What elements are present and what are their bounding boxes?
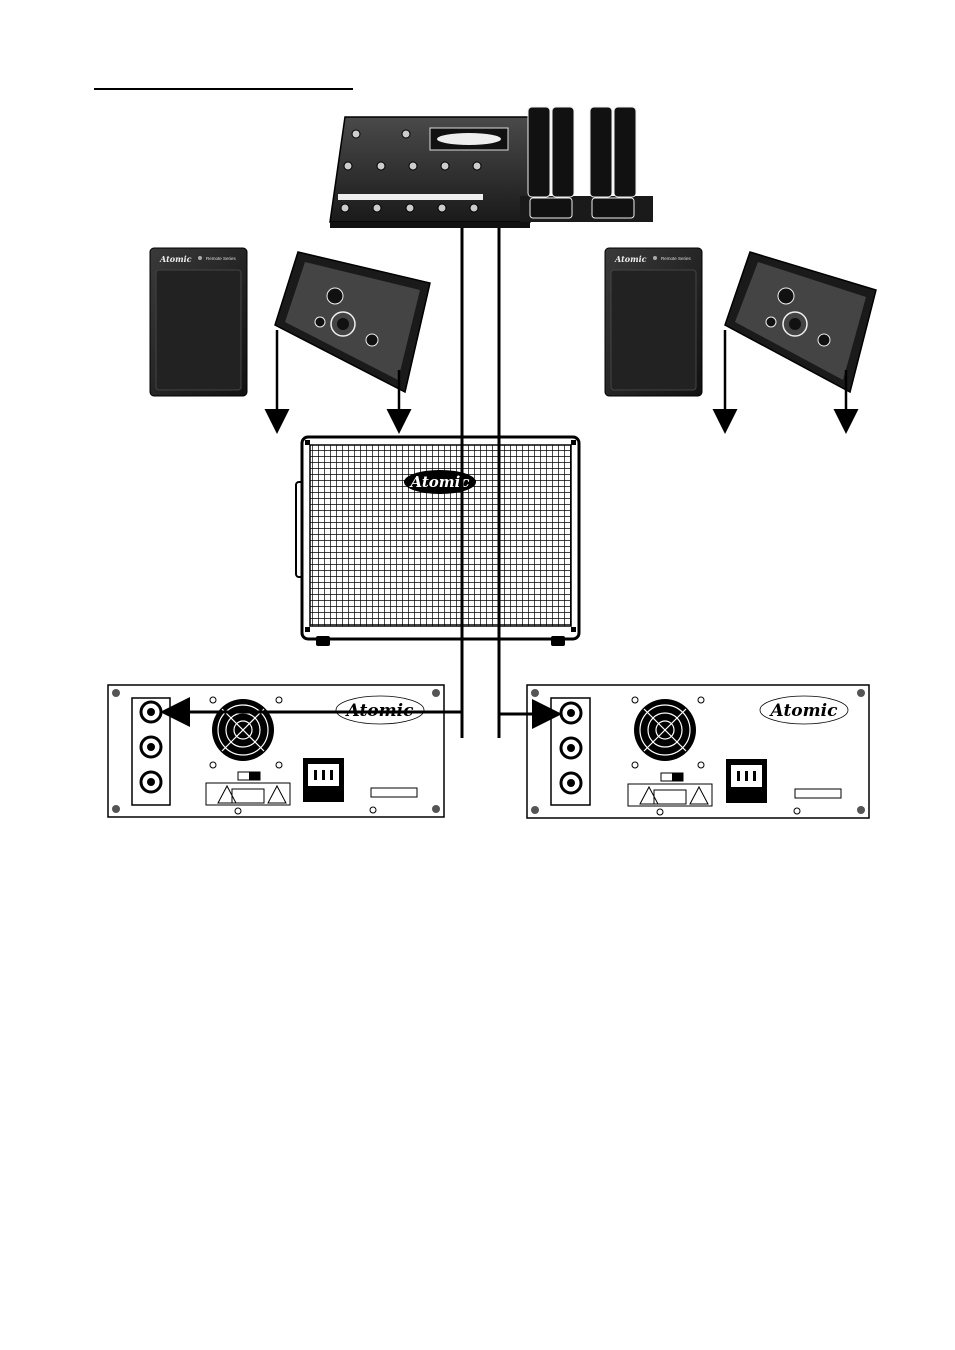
input-jacks	[561, 703, 581, 793]
expression-pedal-left: Atomic Remote Series	[150, 248, 247, 396]
input-jacks	[141, 702, 161, 792]
iec-power-inlet-icon	[303, 758, 344, 802]
pedal-series-label: Remote Series	[206, 256, 237, 261]
amp-logo: Atomic	[769, 701, 839, 721]
amplifier-rear-panel-right: Atomic	[527, 685, 869, 818]
midi-floorboard	[330, 107, 653, 228]
amplifier-rear-panel-left: Atomic	[108, 685, 444, 817]
speaker-cabinet: Atomic	[296, 437, 579, 646]
cabinet-logo: Atomic	[408, 473, 469, 491]
pedal-series-label: Remote Series	[661, 256, 692, 261]
footswitch-box-left	[275, 252, 430, 392]
iec-power-inlet-icon	[726, 759, 767, 803]
pedal-logo: Atomic	[159, 254, 192, 264]
expression-pedal-right: Atomic Remote Series	[605, 248, 702, 396]
pedal-logo: Atomic	[614, 254, 647, 264]
footswitch-box-right	[725, 252, 876, 392]
